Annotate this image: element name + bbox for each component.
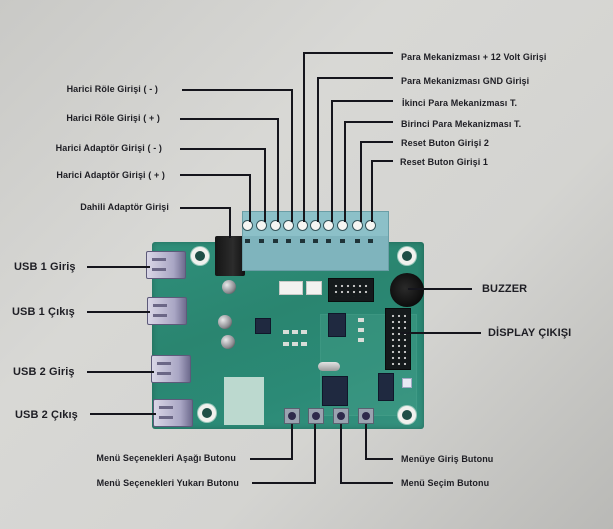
- label-menu-select: Menü Seçim Butonu: [401, 478, 490, 488]
- callout-line-relay-minus: [182, 89, 293, 222]
- menu-up-button[interactable]: [308, 408, 324, 424]
- mounting-hole: [198, 404, 216, 422]
- label-coin1-signal: Birinci Para Mekanizması T.: [401, 119, 522, 129]
- smd-component: [358, 338, 364, 342]
- terminal-slot: [273, 239, 278, 243]
- label-relay-minus: Harici Röle Girişi ( - ): [66, 84, 158, 94]
- label-usb1-out: USB 1 Çıkış: [12, 306, 75, 318]
- terminal-slot: [368, 239, 373, 243]
- mounting-hole: [398, 406, 416, 424]
- usb1-in-port: [146, 251, 186, 279]
- callout-line-coin2: [331, 100, 393, 222]
- terminal-slot: [355, 239, 360, 243]
- label-reset-1: Reset Buton Girişi 1: [400, 157, 489, 167]
- label-buzzer: BUZZER: [482, 283, 528, 295]
- crystal-oscillator: [318, 362, 340, 371]
- terminal-pin: [337, 220, 348, 231]
- callout-line-int-adapter: [180, 207, 231, 238]
- callout-line-menu-select: [340, 424, 393, 484]
- smd-component: [283, 342, 289, 346]
- callout-line-menu-down: [250, 424, 293, 460]
- callout-line-relay-plus: [180, 118, 279, 222]
- ic-chip: [378, 373, 394, 401]
- label-menu-enter: Menüye Giriş Butonu: [401, 454, 494, 464]
- terminal-pin: [256, 220, 267, 231]
- menu-select-button[interactable]: [333, 408, 349, 424]
- dc-power-jack: [215, 236, 245, 276]
- led: [402, 378, 412, 388]
- terminal-pin: [323, 220, 334, 231]
- capacitor: [221, 335, 235, 349]
- terminal-pin: [365, 220, 376, 231]
- label-coin-12v: Para Mekanizması + 12 Volt Girişi: [401, 52, 547, 62]
- smd-component: [301, 330, 307, 334]
- smd-component: [283, 330, 289, 334]
- terminal-pin: [270, 220, 281, 231]
- capacitor: [218, 315, 232, 329]
- terminal-pin: [242, 220, 253, 231]
- callout-line-reset1: [371, 160, 393, 222]
- display-header: [385, 308, 411, 370]
- jst-connector: [279, 281, 303, 295]
- smd-component: [292, 330, 298, 334]
- jst-connector: [306, 281, 322, 295]
- pin-header-isp: [328, 278, 374, 302]
- terminal-pin: [310, 220, 321, 231]
- ic-chip: [328, 313, 346, 337]
- label-menu-down: Menü Seçenekleri Aşağı Butonu: [96, 453, 236, 463]
- usb1-out-port: [147, 297, 187, 325]
- label-coin-gnd: Para Mekanizması GND Girişi: [401, 76, 530, 86]
- usb2-in-port: [151, 355, 191, 383]
- terminal-block: [242, 211, 389, 271]
- smd-component: [358, 318, 364, 322]
- terminal-slot: [326, 239, 331, 243]
- label-usb2-out: USB 2 Çıkış: [15, 409, 78, 421]
- mounting-hole: [191, 247, 209, 265]
- label-menu-up: Menü Seçenekleri Yukarı Butonu: [96, 478, 239, 488]
- label-reset-2: Reset Buton Girişi 2: [401, 138, 490, 148]
- menu-enter-button[interactable]: [358, 408, 374, 424]
- label-display: DİSPLAY ÇIKIŞI: [488, 327, 572, 339]
- callout-line-menu-enter: [365, 424, 393, 460]
- smd-component: [358, 328, 364, 332]
- terminal-pin: [297, 220, 308, 231]
- terminal-slot: [259, 239, 264, 243]
- smd-component: [292, 342, 298, 346]
- smd-component: [301, 342, 307, 346]
- terminal-pin: [352, 220, 363, 231]
- terminal-slot: [313, 239, 318, 243]
- terminal-slot: [286, 239, 291, 243]
- callout-line-adapter-plus: [180, 174, 251, 222]
- label-int-adapter: Dahili Adaptör Girişi: [80, 202, 169, 212]
- label-ext-adapter-minus: Harici Adaptör Girişi ( - ): [55, 143, 162, 153]
- capacitor: [222, 280, 236, 294]
- callout-line-menu-up: [252, 424, 316, 484]
- callout-line-coin-gnd: [317, 77, 393, 222]
- callout-line-reset2: [360, 141, 393, 222]
- terminal-slot: [300, 239, 305, 243]
- label-ext-adapter-plus: Harici Adaptör Girişi ( + ): [56, 170, 165, 180]
- label-usb2-in: USB 2 Giriş: [13, 366, 75, 378]
- microcontroller-chip: [322, 376, 348, 406]
- terminal-slot: [245, 239, 250, 243]
- terminal-slot: [340, 239, 345, 243]
- label-usb1-in: USB 1 Giriş: [14, 261, 76, 273]
- relay-pad-area: [224, 377, 264, 425]
- usb2-out-port: [153, 399, 193, 427]
- label-relay-plus: Harici Röle Girişi ( + ): [66, 113, 160, 123]
- callout-line-coin-12v: [303, 52, 393, 222]
- ic-chip: [255, 318, 271, 334]
- label-coin2-signal: İkinci Para Mekanizması T.: [402, 98, 518, 108]
- mounting-hole: [398, 247, 416, 265]
- callout-line-adapter-minus: [180, 148, 266, 222]
- menu-down-button[interactable]: [284, 408, 300, 424]
- callout-line-coin1: [344, 121, 393, 222]
- terminal-pin: [283, 220, 294, 231]
